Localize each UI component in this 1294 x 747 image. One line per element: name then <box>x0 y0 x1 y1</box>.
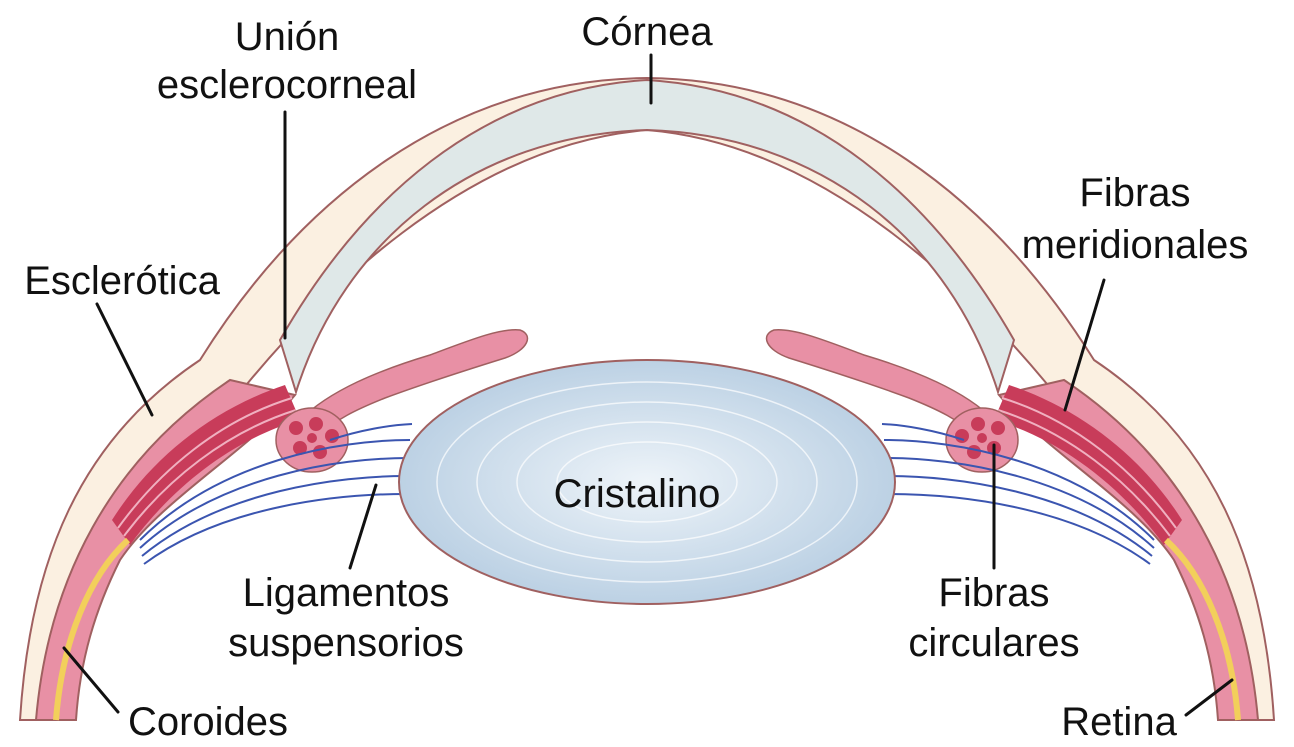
label-cornea: Córnea <box>581 10 713 54</box>
leader-ligamentos <box>350 485 376 568</box>
leader-esclerotica <box>97 304 152 415</box>
label-ligamentos-line2: suspensorios <box>228 621 464 665</box>
label-cristalino: Cristalino <box>554 472 721 516</box>
label-retina: Retina <box>1061 700 1177 744</box>
label-union-line1: Unión <box>235 15 340 59</box>
label-union-line2: esclerocorneal <box>157 63 417 107</box>
label-fibras-meridionales-line2: meridionales <box>1022 223 1249 267</box>
label-fibras-meridionales-line1: Fibras <box>1079 171 1190 215</box>
label-ligamentos-line1: Ligamentos <box>243 571 450 615</box>
label-esclerotica: Esclerótica <box>24 259 220 303</box>
label-fibras-circulares-line1: Fibras <box>938 571 1049 615</box>
cornea <box>280 80 1014 392</box>
label-fibras-circulares-line2: circulares <box>908 621 1079 665</box>
label-coroides: Coroides <box>128 700 288 744</box>
